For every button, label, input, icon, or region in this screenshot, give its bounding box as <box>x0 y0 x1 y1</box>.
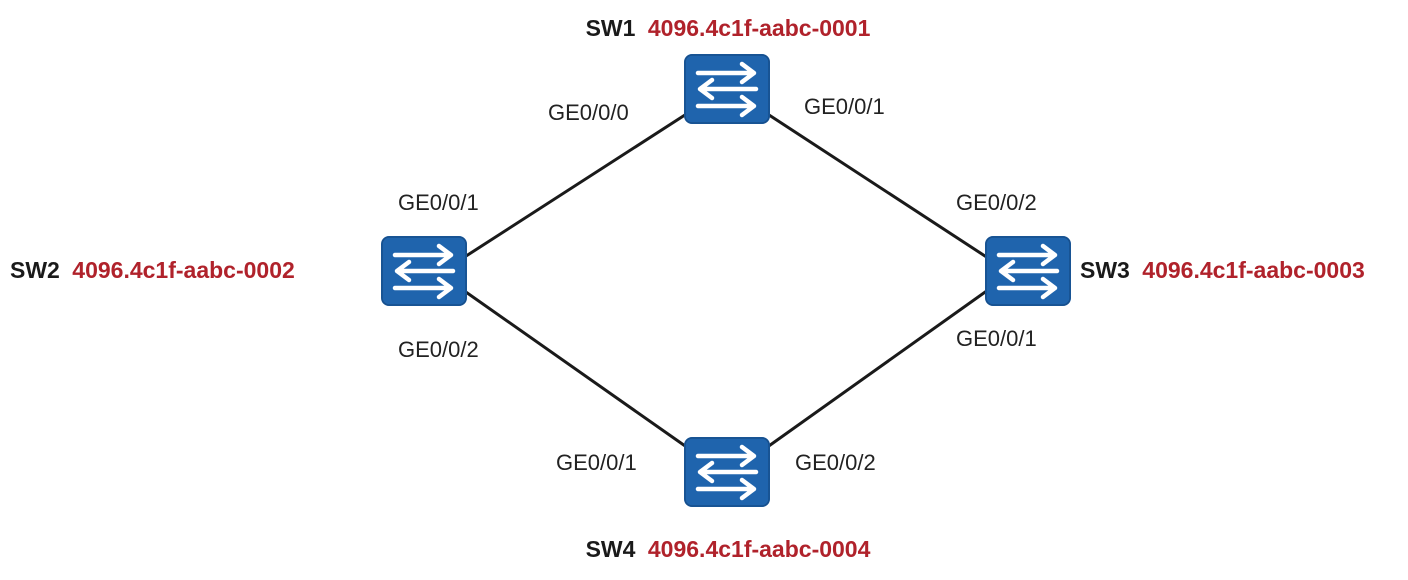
link-sw1-sw3 <box>764 111 990 260</box>
port-label-sw1-ge0-0-1: GE0/0/1 <box>804 94 885 119</box>
bridge-id: 4096.4c1f-aabc-0004 <box>648 536 871 562</box>
switch-icon <box>684 437 770 507</box>
switch-sw4[interactable]: SW4 4096.4c1f-aabc-0004 <box>586 437 871 562</box>
switch-icon <box>985 236 1071 306</box>
switch-sw3[interactable]: SW3 4096.4c1f-aabc-0003 <box>985 236 1365 306</box>
switch-sw4-label: SW4 4096.4c1f-aabc-0004 <box>586 536 871 562</box>
switch-name: SW1 <box>586 15 636 41</box>
switch-name: SW3 <box>1080 257 1130 283</box>
bridge-id: 4096.4c1f-aabc-0001 <box>648 15 871 41</box>
port-label-sw4-ge0-0-1: GE0/0/1 <box>556 450 637 475</box>
switch-sw2-label: SW2 4096.4c1f-aabc-0002 <box>10 257 295 283</box>
port-label-sw2-ge0-0-1: GE0/0/1 <box>398 190 479 215</box>
port-label-sw2-ge0-0-2: GE0/0/2 <box>398 337 479 362</box>
port-label-sw4-ge0-0-2: GE0/0/2 <box>795 450 876 475</box>
bridge-id: 4096.4c1f-aabc-0003 <box>1142 257 1365 283</box>
switch-sw1[interactable]: SW1 4096.4c1f-aabc-0001 <box>586 15 871 124</box>
port-label-sw3-ge0-0-2: GE0/0/2 <box>956 190 1037 215</box>
switch-icon <box>684 54 770 124</box>
switch-sw2[interactable]: SW2 4096.4c1f-aabc-0002 <box>10 236 467 306</box>
switch-sw3-label: SW3 4096.4c1f-aabc-0003 <box>1080 257 1365 283</box>
link-sw2-sw4 <box>461 288 690 450</box>
port-label-sw1-ge0-0-0: GE0/0/0 <box>548 100 629 125</box>
switch-name: SW2 <box>10 257 60 283</box>
port-label-sw3-ge0-0-1: GE0/0/1 <box>956 326 1037 351</box>
switch-sw1-label: SW1 4096.4c1f-aabc-0001 <box>586 15 871 41</box>
link-sw3-sw4 <box>764 288 990 450</box>
link-sw1-sw2 <box>461 111 690 260</box>
switch-name: SW4 <box>586 536 636 562</box>
bridge-id: 4096.4c1f-aabc-0002 <box>72 257 295 283</box>
switch-icon <box>381 236 467 306</box>
